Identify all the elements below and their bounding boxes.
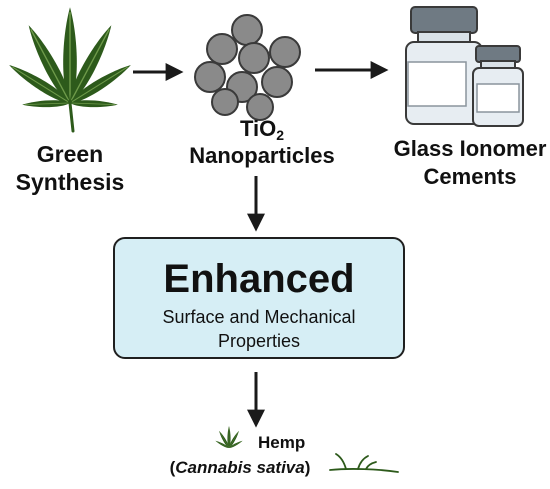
green-synthesis-label: Green Synthesis <box>0 140 140 196</box>
small-vial-cap <box>475 45 521 63</box>
enhanced-properties-box: Enhanced Surface and Mechanical Properti… <box>113 237 405 359</box>
tio2-subscript: 2 <box>276 127 285 143</box>
glass-ionomer-label: Glass Ionomer Cements <box>370 135 550 191</box>
large-vial-label <box>407 61 467 107</box>
glass-ionomer-line1: Glass Ionomer <box>393 136 547 161</box>
nanoparticle-cluster-icon <box>194 14 301 121</box>
large-vial-cap <box>410 6 478 34</box>
enhanced-subtitle-line1: Surface and Mechanical <box>162 307 356 327</box>
green-synthesis-line2: Synthesis <box>15 169 125 195</box>
small-vial-neck <box>480 60 516 69</box>
small-vial-label <box>476 83 520 113</box>
enhanced-title: Enhanced <box>163 257 355 301</box>
cannabis-leaf-icon <box>5 6 135 133</box>
enhanced-subtitle-line2: Properties <box>217 331 301 351</box>
tio2-label: TiO2 Nanoparticles <box>162 115 362 169</box>
green-synthesis-line1: Green <box>36 141 104 167</box>
glass-ionomer-line2: Cements <box>423 164 517 189</box>
species-name: Cannabis sativa <box>175 458 305 477</box>
tio2-prefix: TiO <box>239 116 277 141</box>
tio2-formula: TiO2 <box>162 115 362 142</box>
small-hemp-leaf-icon <box>214 425 244 450</box>
species-close-paren: ) <box>304 458 311 477</box>
species-label: (Cannabis sativa) <box>140 458 340 478</box>
glass-vials-icon <box>405 6 524 127</box>
hemp-label: Hemp <box>258 433 306 452</box>
tio2-line2: Nanoparticles <box>189 143 335 168</box>
enhanced-subtitle: Surface and Mechanical Properties <box>115 305 403 353</box>
grass-sprig-icon <box>329 453 399 473</box>
large-vial-neck <box>417 31 471 43</box>
species-open-paren: ( <box>169 458 176 477</box>
